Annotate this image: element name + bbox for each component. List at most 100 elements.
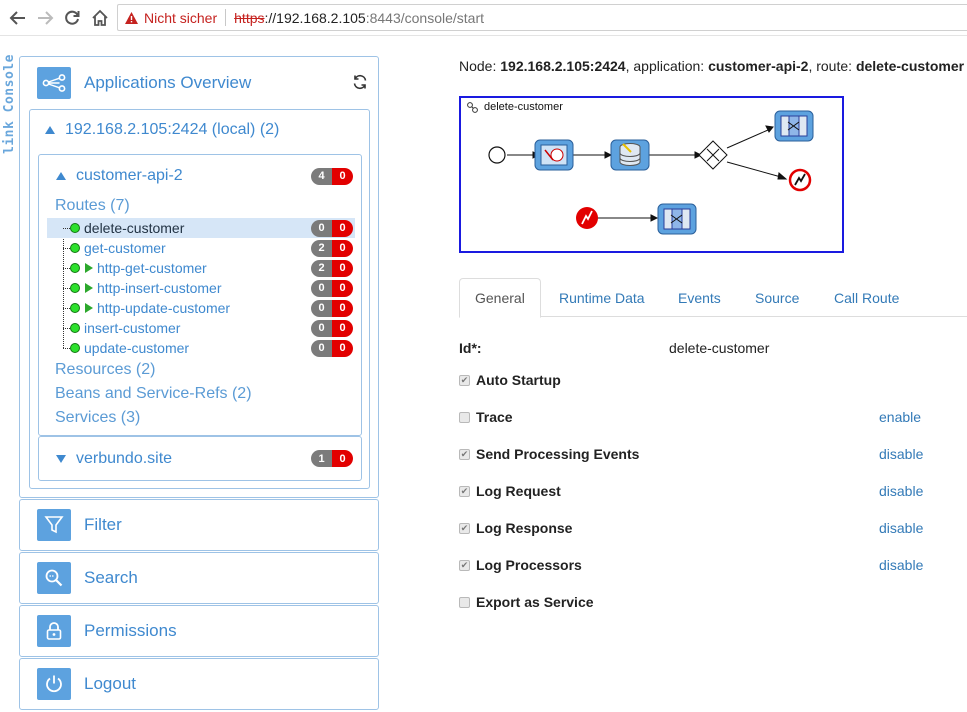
count-badge-red: 0 xyxy=(332,299,353,317)
count-badge-gray: 0 xyxy=(311,219,332,237)
error-start-icon[interactable] xyxy=(576,207,598,229)
checkbox-unchecked[interactable] xyxy=(459,596,470,608)
checkbox-checked[interactable]: ✔ xyxy=(459,559,470,571)
reload-button[interactable] xyxy=(60,6,84,30)
count-badge-red: 0 xyxy=(332,339,353,357)
app-value: customer-api-2 xyxy=(708,58,809,74)
count-badge-gray: 2 xyxy=(311,239,332,257)
site-badges: 1 0 xyxy=(311,450,353,467)
security-warning[interactable]: Nicht sicher xyxy=(124,10,217,26)
property-action-link[interactable]: enable xyxy=(879,409,922,425)
tab-runtime-data[interactable]: Runtime Data xyxy=(559,289,645,306)
tree-hook xyxy=(63,227,70,229)
logout-menu[interactable]: Logout xyxy=(19,658,379,710)
tree-hook xyxy=(63,347,70,349)
filter-icon xyxy=(37,509,71,541)
application-badges: 4 0 xyxy=(311,167,353,185)
flow-connectors xyxy=(507,125,788,222)
collapse-triangle-icon[interactable] xyxy=(45,126,55,134)
address-bar[interactable]: Nicht sicher https ://192.168.2.105 :844… xyxy=(117,4,967,31)
checkbox-checked[interactable]: ✔ xyxy=(459,522,470,534)
tree-hook xyxy=(63,267,70,269)
url-host: ://192.168.2.105 xyxy=(264,9,366,26)
tab-source[interactable]: Source xyxy=(755,289,800,306)
checkbox-unchecked[interactable] xyxy=(459,411,470,423)
id-label: Id*: xyxy=(459,340,482,356)
route-title-icon xyxy=(467,102,478,113)
checkbox-checked[interactable]: ✔ xyxy=(459,485,470,497)
address-separator xyxy=(225,9,227,26)
error-end-icon[interactable] xyxy=(788,168,812,192)
diagram-title: delete-customer xyxy=(484,101,563,113)
play-icon xyxy=(85,283,93,293)
tab-call-route[interactable]: Call Route xyxy=(834,289,900,306)
property-row: Export as Service xyxy=(459,592,967,612)
collapse-triangle-icon[interactable] xyxy=(56,172,66,180)
services-link[interactable]: Services (3) xyxy=(55,409,141,426)
count-badge-gray: 0 xyxy=(311,299,332,317)
start-event-icon[interactable] xyxy=(488,146,506,164)
site-item[interactable]: verbundo.site 1 0 xyxy=(38,436,362,481)
count-badge-red: 0 xyxy=(332,319,353,337)
route-value: delete-customer xyxy=(855,58,965,74)
applications-panel: Applications Overview 192.168.2.105:2424… xyxy=(19,56,379,498)
back-button[interactable] xyxy=(6,6,30,30)
resources-link[interactable]: Resources (2) xyxy=(55,361,156,378)
application-header[interactable]: customer-api-2 4 0 xyxy=(39,155,361,197)
processor-icon[interactable] xyxy=(534,139,574,171)
gateway-diamond-icon[interactable] xyxy=(698,140,728,170)
status-dot-icon xyxy=(70,243,80,253)
power-icon xyxy=(37,668,71,700)
endpoint-icon[interactable] xyxy=(774,110,814,142)
route-prefix: , route: xyxy=(808,58,853,74)
count-badge-gray: 4 xyxy=(311,167,332,185)
status-dot-icon xyxy=(70,263,80,273)
beans-link[interactable]: Beans and Service-Refs (2) xyxy=(55,385,252,402)
browser-toolbar: Nicht sicher https ://192.168.2.105 :844… xyxy=(0,0,967,36)
property-action-link[interactable]: disable xyxy=(879,446,924,462)
node-item[interactable]: 192.168.2.105:2424 (local) (2) xyxy=(30,110,369,150)
search-label: Search xyxy=(84,568,138,587)
property-action-link[interactable]: disable xyxy=(879,520,924,536)
play-icon xyxy=(85,303,93,313)
tree-hook xyxy=(63,307,70,309)
tab-general[interactable]: General xyxy=(459,278,541,318)
detail-tabs: General Runtime Data Events Source Call … xyxy=(459,278,967,318)
checkbox-checked[interactable]: ✔ xyxy=(459,448,470,460)
home-button[interactable] xyxy=(88,6,112,30)
count-badge-red: 0 xyxy=(332,167,353,185)
routes-link[interactable]: Routes (7) xyxy=(55,197,130,214)
breadcrumb: Node: 192.168.2.105:2424, application: c… xyxy=(459,58,964,74)
database-icon[interactable] xyxy=(610,139,650,171)
refresh-icon[interactable] xyxy=(352,74,368,95)
status-dot-icon xyxy=(70,323,80,333)
tab-events[interactable]: Events xyxy=(678,289,721,306)
permissions-menu[interactable]: Permissions xyxy=(19,605,379,657)
search-menu[interactable]: Search xyxy=(19,552,379,604)
endpoint-icon[interactable] xyxy=(657,203,697,235)
expand-triangle-icon[interactable] xyxy=(56,454,66,463)
filter-menu[interactable]: Filter xyxy=(19,499,379,551)
property-action-link[interactable]: disable xyxy=(879,557,924,573)
count-badge-gray: 0 xyxy=(311,279,332,297)
route-name: update-customer xyxy=(84,340,190,356)
forward-button[interactable] xyxy=(33,6,57,30)
checkbox-checked[interactable]: ✔ xyxy=(459,374,470,386)
route-diagram[interactable]: delete-customer xyxy=(459,96,844,253)
property-action-link[interactable]: disable xyxy=(879,483,924,499)
applications-header[interactable]: Applications Overview xyxy=(20,57,378,108)
